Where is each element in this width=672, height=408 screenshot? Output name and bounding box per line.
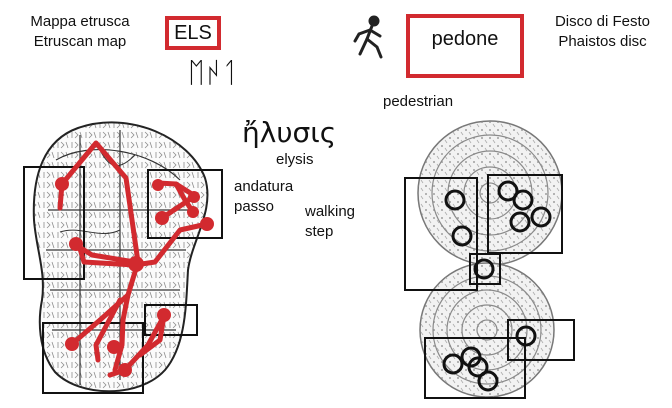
right-header-line2: Phaistos disc bbox=[558, 33, 647, 50]
italian-term-1: andatura bbox=[234, 178, 294, 195]
english-term-2: step bbox=[305, 223, 334, 240]
left-header-line1: Mappa etrusca bbox=[30, 13, 130, 30]
etruscan-liver-map bbox=[23, 121, 223, 394]
phaistos-discs bbox=[404, 120, 575, 399]
walking-figure-icon bbox=[353, 15, 383, 59]
italian-terms: andatura passo bbox=[234, 177, 293, 217]
els-box: ELS bbox=[165, 16, 221, 50]
right-header: Disco di Festo Phaistos disc bbox=[540, 12, 665, 52]
left-header: Mappa etrusca Etruscan map bbox=[14, 12, 146, 52]
italian-term-2: passo bbox=[234, 198, 275, 215]
left-header-line2: Etruscan map bbox=[33, 33, 127, 50]
right-header-line1: Disco di Festo bbox=[554, 13, 651, 30]
pedone-label: pedone bbox=[431, 27, 499, 50]
greek-word: ἤλυσις bbox=[242, 116, 337, 149]
english-terms: walking step bbox=[305, 202, 355, 242]
english-term-1: walking bbox=[305, 203, 356, 220]
els-label: ELS bbox=[174, 21, 212, 44]
pedone-box: pedone bbox=[406, 14, 524, 78]
pedestrian-label: pedestrian bbox=[383, 93, 454, 110]
greek-translit: elysis bbox=[276, 151, 314, 168]
